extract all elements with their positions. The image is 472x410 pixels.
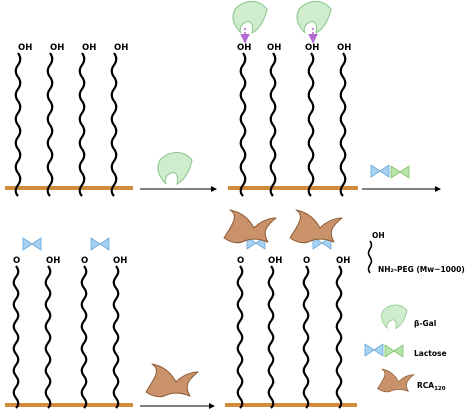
chain-end-label: O bbox=[303, 256, 310, 266]
chain-end-label: OH bbox=[336, 256, 350, 266]
legend-peg-end: OH bbox=[372, 231, 385, 240]
peg-chain bbox=[110, 51, 118, 198]
peg-chain bbox=[302, 264, 310, 410]
chain-end-label: OH bbox=[337, 43, 351, 53]
chain-end-label: OH bbox=[113, 256, 127, 266]
peg-chain bbox=[12, 264, 20, 410]
peg-chain bbox=[236, 264, 244, 410]
chain-end-label: OH bbox=[18, 43, 32, 53]
chain-end-label: OH bbox=[50, 43, 64, 53]
lactose-icon bbox=[90, 237, 110, 251]
beta-gal-icon bbox=[157, 152, 193, 185]
beta-gal-icon bbox=[232, 1, 268, 34]
legend-peg-name: NH₂-PEG (Mw~1000) bbox=[378, 265, 465, 274]
chain-end-label: OH bbox=[267, 43, 281, 53]
substrate-bar bbox=[5, 403, 133, 407]
panel-lectin-binding: O OH O OH bbox=[223, 209, 357, 410]
peg-chain bbox=[307, 51, 315, 198]
beta-gal-icon bbox=[296, 1, 332, 34]
chain-end-label: OH bbox=[82, 43, 96, 53]
peg-chain bbox=[267, 264, 275, 410]
peg-chain bbox=[80, 264, 88, 410]
peg-chain bbox=[239, 51, 247, 198]
panel-peg-surface: OH OH OH OH bbox=[5, 43, 133, 198]
chain-end-label: O bbox=[237, 256, 244, 266]
legend-lactose-icon bbox=[384, 344, 404, 358]
chain-end-label: O bbox=[81, 256, 88, 266]
lactose-icon bbox=[390, 165, 410, 179]
step-arrow-lectin bbox=[140, 363, 215, 409]
step-arrow-enzyme bbox=[140, 152, 217, 192]
legend-beta-gal-icon bbox=[381, 304, 408, 329]
substrate-bar bbox=[5, 186, 133, 190]
peg-chain bbox=[339, 51, 347, 198]
legend-beta-gal-label: β-Gal bbox=[414, 319, 436, 328]
rca-lectin-icon bbox=[289, 209, 343, 244]
legend-rca-label: RCA120 bbox=[417, 381, 446, 392]
peg-chain bbox=[46, 51, 54, 198]
substrate-bar bbox=[228, 186, 358, 190]
legend-peg-icon bbox=[367, 240, 373, 274]
step-arrow-lactose bbox=[362, 164, 441, 192]
chain-end-label: OH bbox=[114, 43, 128, 53]
chain-end-label: O bbox=[13, 256, 20, 266]
legend: OH NH₂-PEG (Mw~1000) β-Gal Lactose RCA12… bbox=[364, 231, 465, 393]
peg-chain bbox=[269, 51, 277, 198]
chain-end-label: OH bbox=[46, 256, 60, 266]
peg-chain bbox=[335, 264, 343, 410]
legend-lactose-label: Lactose bbox=[414, 349, 447, 358]
legend-rca-icon bbox=[377, 368, 415, 393]
peg-chain bbox=[44, 264, 52, 410]
chain-end-label: OH bbox=[237, 43, 251, 53]
panel-lactose-surface: O OH O OH bbox=[5, 237, 133, 410]
panel-enzyme-binding: OH OH OH OH bbox=[228, 1, 358, 198]
chain-end-label: OH bbox=[268, 256, 282, 266]
legend-lactose-icon bbox=[364, 343, 384, 357]
chain-end-label: OH bbox=[305, 43, 319, 53]
peg-chain bbox=[78, 51, 86, 198]
rca-lectin-icon bbox=[223, 209, 277, 244]
peg-chain bbox=[14, 51, 22, 198]
lactose-icon bbox=[370, 164, 390, 178]
peg-chain bbox=[112, 264, 120, 410]
rca-lectin-icon bbox=[145, 363, 199, 398]
lactose-icon bbox=[22, 237, 42, 251]
substrate-bar bbox=[225, 403, 357, 407]
